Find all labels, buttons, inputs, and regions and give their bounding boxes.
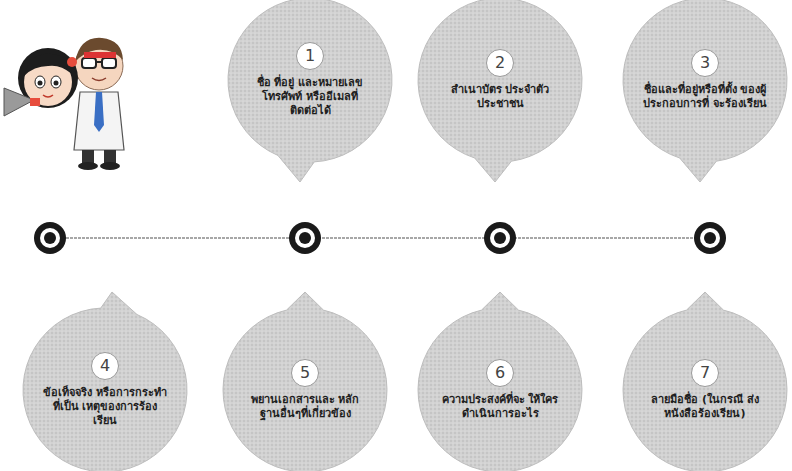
bubble-shape: [223, 308, 387, 471]
speech-bubble: 2 สำเนาบัตร ประจำตัวประชาชน: [418, 0, 582, 162]
bubble-outline: [418, 0, 582, 182]
bubble-shape: [623, 0, 787, 162]
bubble-outline: [418, 292, 582, 471]
bubble-outline: [223, 292, 387, 471]
bubble-shape: [418, 308, 582, 471]
cartoon-illustration: [4, 38, 124, 170]
step-text: ชื่อ ที่อยู่ และหมายเลข โทรศัพท์ หรืออีเ…: [248, 76, 372, 118]
bubble-shape: [418, 0, 582, 162]
step-number: 5: [291, 359, 319, 387]
speech-bubble: 7 ลายมือชื่อ (ในกรณี ส่งหนังสือร้องเรียน): [623, 308, 787, 471]
speech-bubble: 3 ชื่อและที่อยู่หรือที่ตั้ง ของผู้ประกอบก…: [623, 0, 787, 162]
step-text: ข้อเท็จจริง หรือการกระทำที่เป็น เหตุของก…: [43, 386, 167, 428]
step-number: 2: [486, 49, 514, 77]
bubble-shape: [623, 308, 787, 471]
step-number: 7: [691, 359, 719, 387]
timeline-line: [50, 237, 710, 239]
step-text: ลายมือชื่อ (ในกรณี ส่งหนังสือร้องเรียน): [643, 393, 767, 421]
step-number: 4: [91, 352, 119, 380]
timeline-marker: [289, 222, 321, 254]
bubble-outline: [228, 0, 392, 182]
step-number: 1: [296, 42, 324, 70]
speech-bubble: 5 พยานเอกสารและ หลักฐานอื่นๆที่เกี่ยวข้อง: [223, 308, 387, 471]
step-number: 3: [691, 49, 719, 77]
speech-bubble: 4 ข้อเท็จจริง หรือการกระทำที่เป็น เหตุของ…: [23, 308, 187, 471]
bubble-outline: [623, 0, 787, 182]
timeline-marker: [694, 222, 726, 254]
step-number: 6: [486, 359, 514, 387]
timeline-marker: [34, 222, 66, 254]
speech-bubble: 1 ชื่อ ที่อยู่ และหมายเลข โทรศัพท์ หรืออี…: [228, 0, 392, 162]
step-text: พยานเอกสารและ หลักฐานอื่นๆที่เกี่ยวข้อง: [243, 393, 367, 421]
step-text: สำเนาบัตร ประจำตัวประชาชน: [438, 83, 562, 111]
step-text: ความประสงค์ที่จะ ให้ใครดำเนินการอะไร: [438, 393, 562, 421]
timeline-marker: [484, 222, 516, 254]
step-text: ชื่อและที่อยู่หรือที่ตั้ง ของผู้ประกอบกา…: [643, 83, 767, 111]
bubble-outline: [23, 292, 187, 471]
speech-bubble: 6 ความประสงค์ที่จะ ให้ใครดำเนินการอะไร: [418, 308, 582, 471]
bubble-outline: [623, 292, 787, 471]
